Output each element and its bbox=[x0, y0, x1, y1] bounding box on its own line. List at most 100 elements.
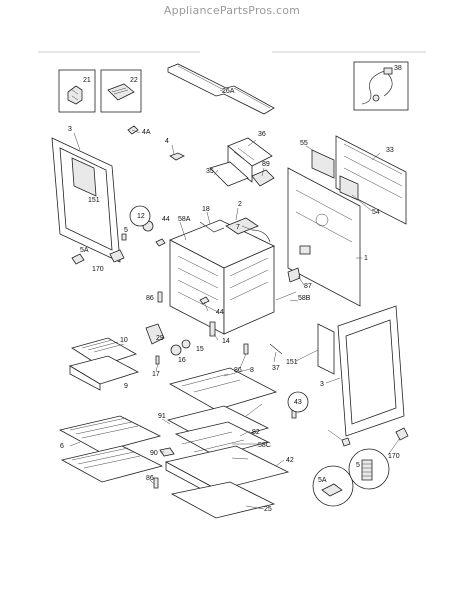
label-5-right: 5 bbox=[356, 462, 360, 469]
part-21-inset[interactable] bbox=[58, 69, 96, 113]
label-25: 25 bbox=[264, 506, 272, 513]
label-3-right: 3 bbox=[320, 381, 324, 388]
label-58b: 58B bbox=[298, 295, 311, 302]
label-58a: 58A bbox=[178, 216, 191, 223]
part-1-chassis-back[interactable] bbox=[287, 167, 361, 307]
part-82-drawer-liner[interactable] bbox=[174, 421, 270, 457]
label-38: 38 bbox=[394, 65, 402, 72]
label-33: 33 bbox=[386, 147, 394, 154]
part-90-drawer-glide[interactable] bbox=[159, 447, 175, 457]
part-6-oven-racks[interactable] bbox=[58, 415, 164, 483]
label-44-top: 44 bbox=[162, 216, 170, 223]
part-16-bezel[interactable] bbox=[170, 344, 182, 356]
label-170-left: 170 bbox=[92, 266, 104, 273]
label-15: 15 bbox=[196, 346, 204, 353]
label-42: 42 bbox=[286, 457, 294, 464]
label-37: 37 bbox=[272, 365, 280, 372]
part-3-oven-door-left[interactable] bbox=[51, 137, 121, 263]
part-5-screw-right-target[interactable] bbox=[341, 437, 351, 447]
label-90: 90 bbox=[150, 450, 158, 457]
part-5-screw-left[interactable] bbox=[121, 233, 127, 241]
part-17-screw[interactable] bbox=[155, 355, 160, 365]
part-5a-hinge-left[interactable] bbox=[71, 253, 85, 265]
label-36: 36 bbox=[258, 131, 266, 138]
label-54: 54 bbox=[372, 209, 380, 216]
part-86-leveling-leg-bottom[interactable] bbox=[153, 477, 159, 489]
label-55: 55 bbox=[300, 140, 308, 147]
part-38-inset[interactable] bbox=[353, 61, 409, 111]
label-151-top: 151 bbox=[88, 197, 100, 204]
label-4: 4 bbox=[165, 138, 169, 145]
part-170-hinge-receiver-left[interactable] bbox=[109, 249, 125, 263]
label-17: 17 bbox=[152, 371, 160, 378]
label-10: 10 bbox=[120, 337, 128, 344]
part-86-leveling-leg-left[interactable] bbox=[157, 291, 163, 303]
site-watermark: AppliancePartsPros.com bbox=[163, 4, 301, 17]
label-44-mid: 44 bbox=[216, 309, 224, 316]
label-26a: 26A bbox=[222, 88, 235, 95]
callout-circle-43 bbox=[287, 391, 309, 413]
label-35: 35 bbox=[206, 168, 214, 175]
part-37-screw[interactable] bbox=[269, 343, 283, 355]
part-58c-insulation[interactable] bbox=[181, 431, 245, 453]
label-86-left: 86 bbox=[146, 295, 154, 302]
part-89-cover[interactable] bbox=[251, 169, 275, 187]
label-1: 1 bbox=[364, 255, 368, 262]
label-22: 22 bbox=[130, 77, 138, 84]
leader-lines bbox=[69, 89, 401, 510]
part-14-leg[interactable] bbox=[209, 321, 216, 337]
part-33-back-panel[interactable] bbox=[335, 135, 407, 225]
part-15-knob-small[interactable] bbox=[181, 339, 191, 349]
part-7-wire[interactable] bbox=[251, 229, 271, 243]
part-87-bracket[interactable] bbox=[287, 267, 301, 283]
label-86-bottom: 86 bbox=[146, 475, 154, 482]
part-44-top-clip[interactable] bbox=[155, 238, 166, 247]
part-8-drawer-top[interactable] bbox=[168, 367, 278, 411]
part-10-broiler-grid[interactable] bbox=[71, 337, 137, 367]
part-18-sensor[interactable] bbox=[199, 221, 225, 233]
label-87: 87 bbox=[304, 283, 312, 290]
part-44-mid-clip[interactable] bbox=[199, 296, 210, 305]
part-22-inset[interactable] bbox=[100, 69, 142, 113]
part-55-board[interactable] bbox=[311, 149, 335, 179]
callout-circle-12 bbox=[129, 205, 151, 227]
part-3-oven-door-right[interactable] bbox=[337, 305, 405, 437]
label-16: 16 bbox=[178, 357, 186, 364]
part-5-hinge-spring-detail[interactable] bbox=[348, 448, 390, 490]
part-26a-bracket[interactable] bbox=[167, 63, 275, 115]
label-12: 12 bbox=[137, 213, 145, 220]
label-2: 2 bbox=[238, 201, 242, 208]
label-43: 43 bbox=[294, 399, 302, 406]
label-170-right: 170 bbox=[388, 453, 400, 460]
part-36-vent[interactable] bbox=[227, 137, 273, 183]
label-14: 14 bbox=[222, 338, 230, 345]
part-86-leveling-leg-mid[interactable] bbox=[243, 343, 249, 355]
label-5-left: 5 bbox=[124, 227, 128, 234]
label-6: 6 bbox=[60, 443, 64, 450]
label-5a-left: 5A bbox=[80, 247, 89, 254]
label-4a: 4A bbox=[142, 129, 151, 136]
label-91: 91 bbox=[158, 413, 166, 420]
part-58b-insulation[interactable] bbox=[275, 291, 297, 301]
part-4-foot[interactable] bbox=[169, 152, 185, 161]
part-25-drawer-panel[interactable] bbox=[170, 481, 276, 519]
label-58c: 58C bbox=[258, 442, 271, 449]
label-29: 29 bbox=[156, 335, 164, 342]
label-7: 7 bbox=[236, 224, 240, 231]
part-151-right-liner[interactable] bbox=[317, 323, 335, 375]
label-21: 21 bbox=[83, 77, 91, 84]
label-18: 18 bbox=[202, 206, 210, 213]
label-82: 82 bbox=[252, 429, 260, 436]
label-3-top: 3 bbox=[68, 126, 72, 133]
part-170-hinge-receiver-right[interactable] bbox=[395, 427, 409, 441]
label-9: 9 bbox=[124, 383, 128, 390]
part-58a-oven-cavity[interactable] bbox=[169, 219, 275, 335]
part-35-bracket[interactable] bbox=[209, 161, 249, 187]
label-89: 89 bbox=[262, 161, 270, 168]
part-29-knob[interactable] bbox=[145, 323, 165, 345]
part-5a-hinge-detail[interactable] bbox=[312, 465, 354, 507]
label-151-right: 151 bbox=[286, 359, 298, 366]
part-4a-clip[interactable] bbox=[127, 125, 139, 135]
part-9-broiler-pan[interactable] bbox=[68, 355, 140, 391]
